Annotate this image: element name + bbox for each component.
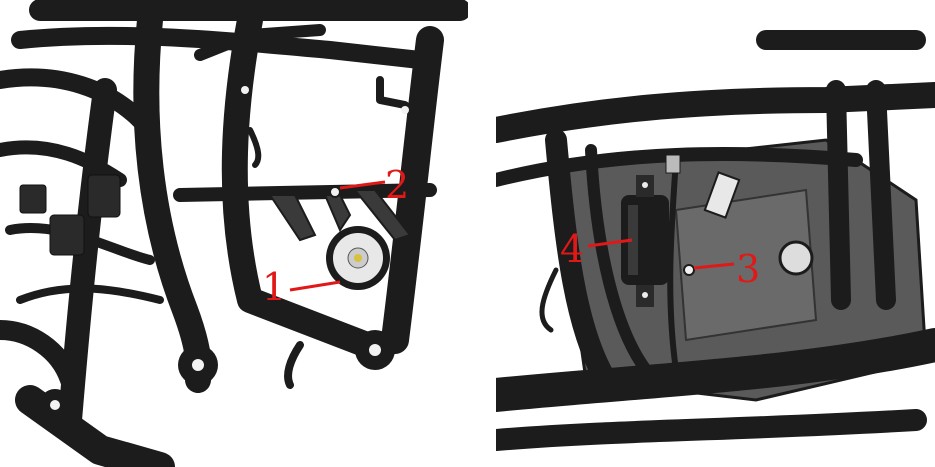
ignition-coil [621,175,669,307]
callout-1-label: 1 [262,265,286,309]
horn-bracket [268,189,412,242]
horn-mount-bolt [329,186,341,198]
mount-bolt-holes [50,86,409,410]
callout-4-leader [587,238,633,248]
left-panel-drawing: 1 2 [0,0,468,467]
cable-clamp [665,154,681,174]
frame-structure [496,30,935,451]
wiring-connectors [19,174,121,256]
callout-leaders [587,238,735,270]
callout-1-leader [289,280,341,292]
callout-3-leader [693,262,735,270]
callout-4-label: 4 [560,227,584,271]
right-panel-drawing: 4 3 [496,30,935,451]
coil-mount-bolt [683,264,695,276]
right-panel-coil-view: 4 3 [496,0,935,467]
callout-leaders [289,180,386,292]
callout-2-leader [339,180,386,190]
left-panel-horn-view: 1 2 [0,0,468,467]
callout-2-label: 2 [385,163,409,207]
callout-3-label: 3 [736,247,760,291]
frame-structure [0,0,468,467]
horn [326,226,390,290]
